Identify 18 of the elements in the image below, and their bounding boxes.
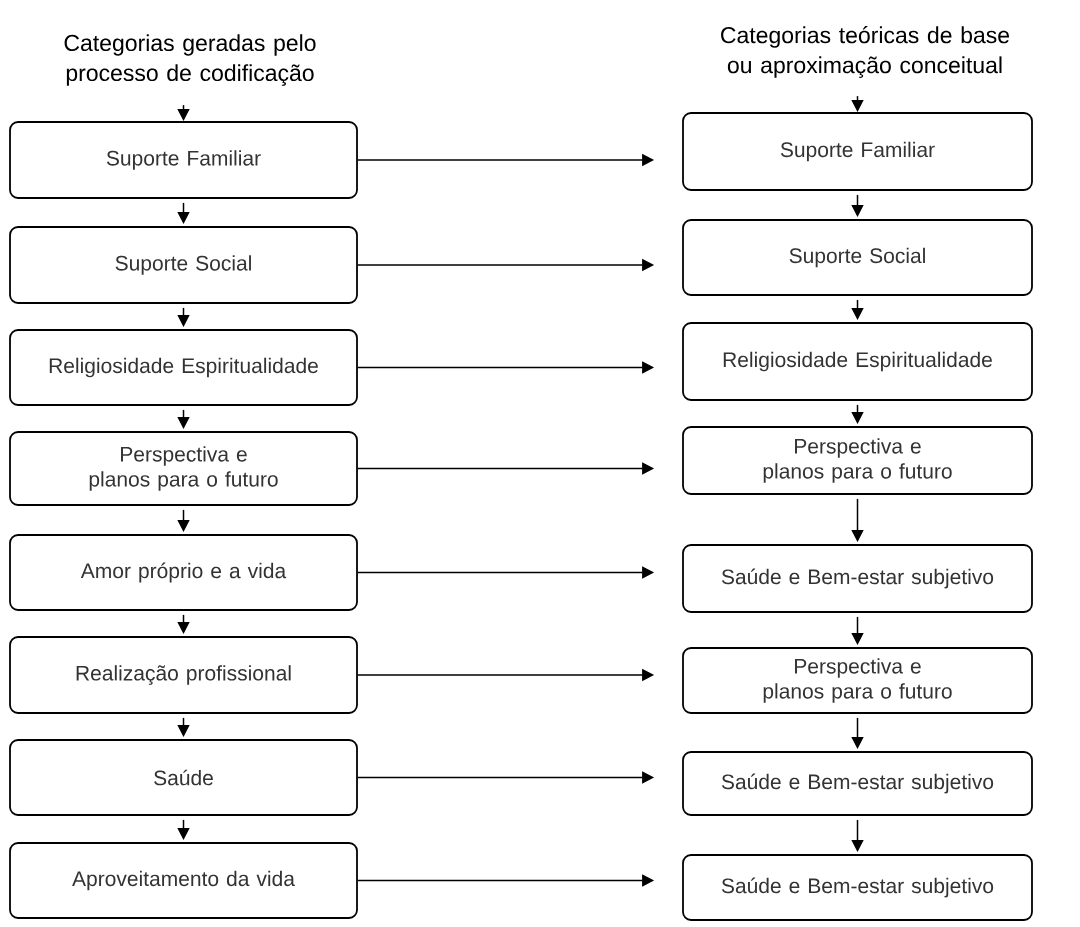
process-box: Realização profissional [9,636,358,714]
process-box: Suporte Familiar [9,121,358,199]
process-box: Amor próprio e a vida [9,534,358,611]
process-box: Religiosidade Espiritualidade [9,329,358,406]
process-box: Suporte Social [682,219,1033,296]
process-box: Perspectiva e planos para o futuro [682,647,1033,714]
process-box: Saúde e Bem-estar subjetivo [682,854,1033,921]
process-box: Saúde e Bem-estar subjetivo [682,544,1033,613]
process-box: Suporte Familiar [682,112,1033,191]
process-box: Perspectiva e planos para o futuro [682,426,1033,495]
process-box: Suporte Social [9,226,358,304]
process-box: Religiosidade Espiritualidade [682,322,1033,401]
process-box: Saúde e Bem-estar subjetivo [682,751,1033,816]
process-box: Saúde [9,739,358,816]
column-heading: Categorias teóricas de base ou aproximação conceitual [721,26,1009,78]
column-heading: Categorias geradas pelo processo de codificação [64,34,316,86]
process-box: Perspectiva e planos para o futuro [9,431,358,506]
process-box: Aproveitamento da vida [9,842,358,919]
